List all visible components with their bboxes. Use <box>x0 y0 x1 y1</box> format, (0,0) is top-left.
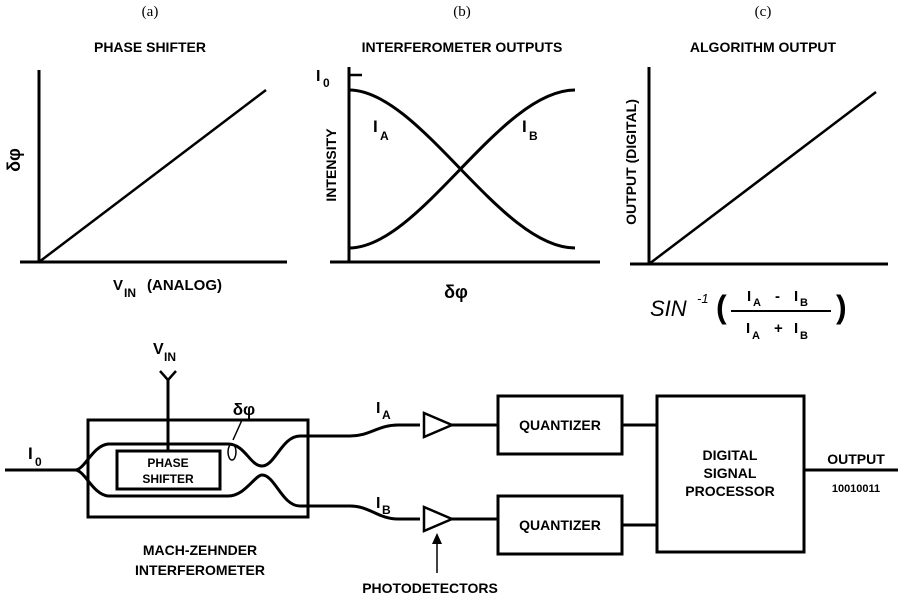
output-code: 10010011 <box>832 483 880 495</box>
quantizer-top-label: QUANTIZER <box>519 417 601 433</box>
dphi-label: δφ <box>233 400 255 419</box>
vin-antenna-icon <box>159 370 177 382</box>
formula-den-ia: I <box>746 320 750 337</box>
panel-c-tag: (c) <box>755 4 772 20</box>
dsp-box <box>655 394 806 554</box>
panel-a-linear-line <box>38 89 267 263</box>
panel-b-ia-sub: A <box>380 129 389 143</box>
vin-label: V <box>153 341 164 358</box>
input-label: I <box>28 444 33 463</box>
panel-a-y-label: δφ <box>4 148 24 172</box>
phase-shifter-label-2: SHIFTER <box>142 472 194 486</box>
panel-b-curve-ib <box>348 88 576 250</box>
dsp-label-3: PROCESSOR <box>685 483 774 499</box>
dphi-loop-icon <box>227 443 237 461</box>
ia-label-sub: A <box>382 408 391 422</box>
dsp-label-1: DIGITAL <box>703 447 758 463</box>
block-diagram: I 0 PHASE SHIFTER V IN δφ I A I B <box>5 341 898 596</box>
photodetector-b-icon <box>422 505 456 533</box>
panel-b-y-label: INTENSITY <box>323 128 339 202</box>
panel-a: (a) PHASE SHIFTER δφ V IN (ANALOG) <box>4 4 287 300</box>
panel-c-linear-line <box>648 91 877 265</box>
mzi-label-1: MACH-ZEHNDER <box>143 542 257 558</box>
panel-b-ia-label: I <box>373 117 378 136</box>
photodetector-a-icon <box>422 411 456 439</box>
phase-shifter-label-1: PHASE <box>147 456 188 470</box>
dphi-pointer <box>232 419 243 441</box>
quantizer-bottom-label: QUANTIZER <box>519 517 601 533</box>
panel-b-i0-sub: 0 <box>323 76 330 90</box>
formula-close-paren: ) <box>836 289 847 325</box>
panel-c: (c) ALGORITHM OUTPUT OUTPUT (DIGITAL) SI… <box>623 4 888 342</box>
phase-shifter-box <box>115 449 222 491</box>
output-label: OUTPUT <box>827 451 885 467</box>
formula-num-ia: I <box>747 288 751 305</box>
formula-den-ib: I <box>794 320 798 337</box>
mzi-label-2: INTERFEROMETER <box>135 562 265 578</box>
fiber-b <box>308 504 420 521</box>
formula-exponent: -1 <box>697 291 709 306</box>
ib-label-sub: B <box>382 503 391 517</box>
fiber-a <box>308 423 420 438</box>
formula-num-ib: I <box>794 288 798 305</box>
panel-b: (b) INTERFEROMETER OUTPUTS I 0 INTENSITY… <box>316 4 600 302</box>
formula-den-ib-sub: B <box>800 330 808 342</box>
panel-b-ib-sub: B <box>529 129 538 143</box>
dsp-label-2: SIGNAL <box>704 465 757 481</box>
mzi-lower-arm <box>74 468 308 508</box>
panel-b-ib-label: I <box>522 117 527 136</box>
ib-label: I <box>376 495 380 512</box>
ia-label: I <box>376 400 380 417</box>
panel-a-title: PHASE SHIFTER <box>94 39 206 55</box>
formula-open-paren: ( <box>716 289 727 325</box>
mzi-upper-arm <box>74 434 308 472</box>
panel-b-i0-label: I <box>316 68 320 85</box>
formula-plus: + <box>774 320 783 337</box>
formula-den-ia-sub: A <box>752 330 760 342</box>
mzi-box <box>86 418 310 519</box>
formula-num-ia-sub: A <box>753 297 761 309</box>
photodetectors-arrow-head-icon <box>432 533 442 544</box>
formula-minus: - <box>775 288 780 305</box>
panel-a-tag: (a) <box>142 4 159 20</box>
photodetectors-label: PHOTODETECTORS <box>362 580 498 596</box>
input-label-sub: 0 <box>35 455 42 469</box>
panel-b-title: INTERFEROMETER OUTPUTS <box>362 39 563 55</box>
vin-label-sub: IN <box>164 350 176 364</box>
panel-b-x-label: δφ <box>444 282 468 302</box>
panel-c-y-label: OUTPUT (DIGITAL) <box>623 99 639 225</box>
formula-num-ib-sub: B <box>800 297 808 309</box>
panel-b-tag: (b) <box>453 4 471 20</box>
formula-sin: SIN <box>650 296 687 321</box>
panel-c-title: ALGORITHM OUTPUT <box>690 39 837 55</box>
panel-a-x-label-sub: IN <box>124 286 136 300</box>
panel-a-x-label-v: V <box>113 277 123 294</box>
panel-a-x-label-rest: (ANALOG) <box>147 277 222 294</box>
